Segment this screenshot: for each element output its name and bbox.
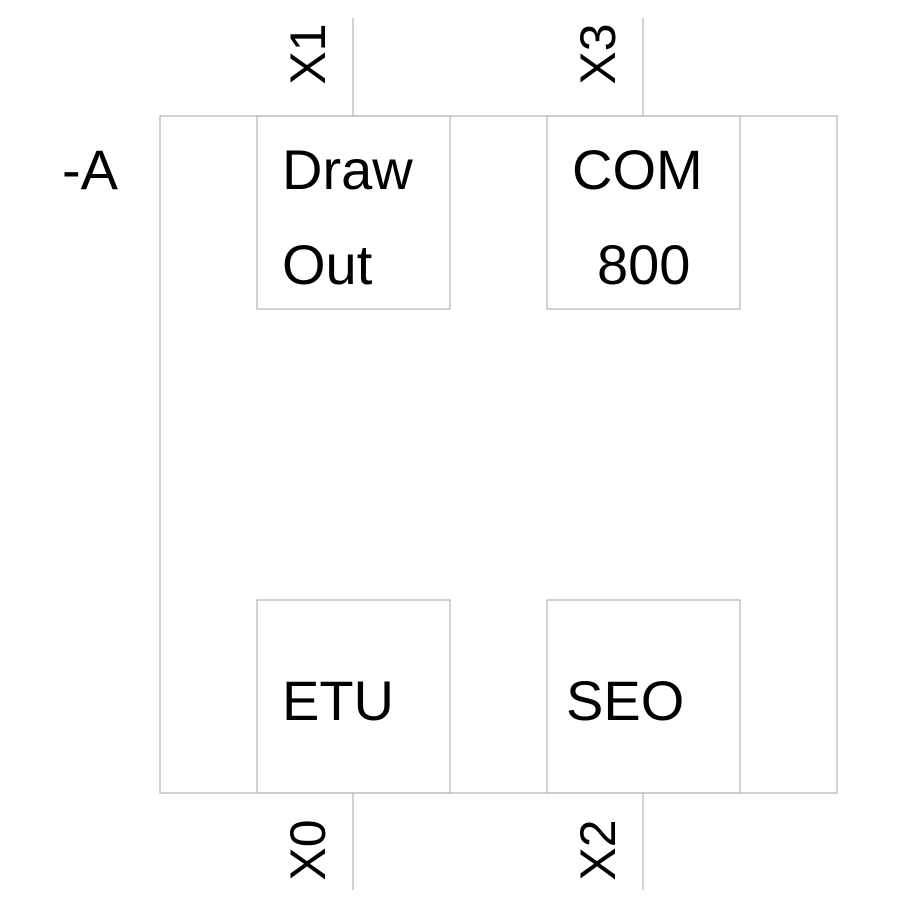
connector-label-x3: X3 [570,23,626,84]
module-label-etu: ETU [282,669,394,732]
connector-label-x0: X0 [280,819,336,880]
device-frame [159,115,838,794]
module-label-draw-out-line-1: Draw [282,138,413,201]
module-label-draw-out-line-2: Out [282,233,373,296]
module-label-com800-line-2: 800 [597,233,690,296]
module-label-seo: SEO [566,669,684,732]
device-designation: -A [62,138,119,201]
module-label-com800-line-1: COM [572,138,703,201]
connector-label-x2: X2 [570,819,626,880]
connector-label-x1: X1 [280,23,336,84]
